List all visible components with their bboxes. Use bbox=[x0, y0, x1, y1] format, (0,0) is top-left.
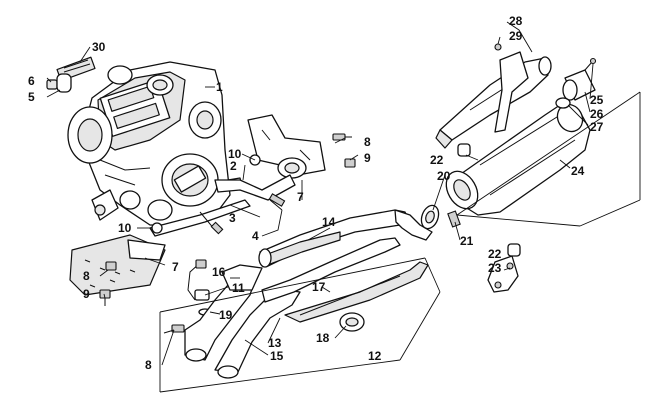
callout-18: 18 bbox=[316, 331, 330, 345]
callout-5: 5 bbox=[28, 90, 35, 104]
callout-19: 19 bbox=[219, 308, 233, 322]
part-13-pipe bbox=[261, 237, 401, 303]
part-15-front-pipe bbox=[184, 269, 301, 379]
part-3-manifold-pipe bbox=[149, 174, 296, 237]
callout-12: 12 bbox=[368, 349, 382, 363]
callout-7-upper: 7 bbox=[297, 190, 304, 204]
part-29-screw bbox=[494, 43, 502, 51]
callout-6: 6 bbox=[28, 74, 35, 88]
part-20-gasket bbox=[420, 204, 440, 230]
callout-17: 17 bbox=[312, 280, 326, 294]
callout-25: 25 bbox=[590, 93, 604, 107]
part-4-long-bolt bbox=[199, 193, 286, 235]
callout-9-upper: 9 bbox=[364, 151, 371, 165]
callout-24: 24 bbox=[571, 164, 585, 178]
part-27-gasket bbox=[555, 97, 571, 109]
part-16-front-pipe bbox=[221, 264, 263, 291]
callout-15: 15 bbox=[270, 349, 284, 363]
part-24-muffler bbox=[445, 103, 591, 216]
callout-30: 30 bbox=[92, 40, 106, 54]
part-8-upper-bolt bbox=[332, 133, 352, 141]
callout-11: 11 bbox=[232, 281, 245, 295]
callout-2: 2 bbox=[230, 159, 237, 173]
part-8-lower-bolt bbox=[105, 261, 117, 271]
callout-8-lower: 8 bbox=[83, 269, 90, 283]
part-7-flange-gasket bbox=[277, 157, 307, 179]
callout-8-pipe: 8 bbox=[145, 358, 152, 372]
group-12-frame bbox=[159, 257, 441, 393]
callout-28: 28 bbox=[509, 14, 523, 28]
part-9-upper-nut bbox=[344, 158, 356, 168]
callout-8-upper: 8 bbox=[364, 135, 371, 149]
callout-22-upper: 22 bbox=[430, 153, 444, 167]
callout-29: 29 bbox=[509, 29, 523, 43]
part-8-pipe-bolt bbox=[163, 324, 185, 334]
leader-lines bbox=[46, 21, 594, 366]
callout-1: 1 bbox=[216, 80, 223, 94]
part-5-boot bbox=[56, 73, 72, 93]
callout-3: 3 bbox=[229, 211, 236, 225]
part-25-screw bbox=[584, 57, 597, 71]
callout-7-lower: 7 bbox=[172, 260, 179, 274]
part-22-lower-spacer bbox=[507, 243, 521, 257]
callout-labels: 1 2 3 4 5 6 7 7 8 8 8 9 9 10 10 11 12 13… bbox=[28, 14, 604, 372]
callout-21: 21 bbox=[460, 234, 474, 248]
part-11-oxygen-sensor bbox=[187, 259, 210, 301]
part-7-lower-bracket bbox=[69, 234, 166, 296]
part-14-pipe-end bbox=[394, 209, 433, 241]
callout-27: 27 bbox=[590, 120, 604, 134]
callout-22-lower: 22 bbox=[488, 247, 502, 261]
part-28-shield-bracket bbox=[494, 51, 529, 133]
callout-9-lower: 9 bbox=[83, 287, 90, 301]
callout-16: 16 bbox=[212, 265, 226, 279]
callout-13: 13 bbox=[268, 336, 282, 350]
part-21-bolt bbox=[447, 210, 461, 228]
part-6-plug bbox=[46, 79, 58, 90]
callout-20: 20 bbox=[437, 169, 451, 183]
group-24-frame bbox=[456, 91, 641, 227]
callout-14: 14 bbox=[322, 215, 336, 229]
part-10-lower-washer bbox=[151, 222, 163, 234]
part-7-upper-bracket bbox=[247, 114, 326, 176]
part-22-upper-spacer bbox=[457, 143, 471, 157]
engine-assembly bbox=[67, 61, 231, 226]
part-23-bracket bbox=[487, 255, 519, 293]
part-14-center-pipe bbox=[258, 209, 411, 268]
callout-26: 26 bbox=[590, 107, 604, 121]
callout-4: 4 bbox=[252, 229, 259, 243]
callout-23: 23 bbox=[488, 261, 502, 275]
callout-10-upper: 10 bbox=[228, 147, 242, 161]
part-26-spark-arrestor bbox=[562, 69, 596, 101]
callout-10-lower: 10 bbox=[118, 221, 132, 235]
